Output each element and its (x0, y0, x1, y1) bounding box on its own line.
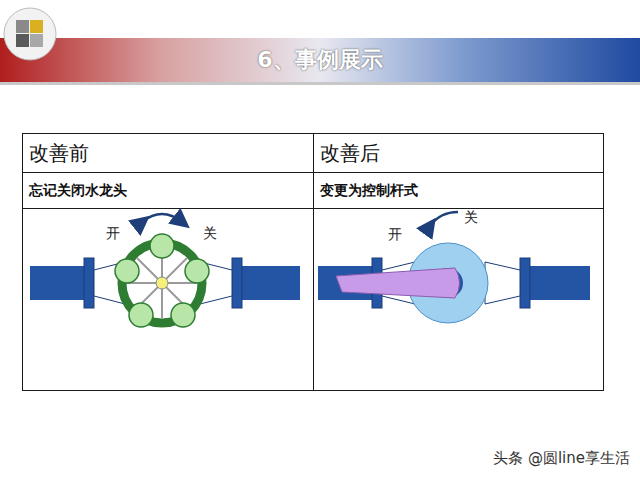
table-header: 改善后 (320, 141, 380, 165)
table-grid (23, 134, 604, 391)
state-label: 关 (464, 209, 478, 226)
table-cell: 忘记关闭水龙头 (29, 182, 127, 199)
slide-title: 6、事例展示 (257, 47, 382, 73)
logo (4, 8, 56, 60)
state-label: 开 (388, 226, 402, 243)
table-header: 改善前 (29, 141, 89, 165)
watermark: 头条 @圆line享生活 (493, 449, 630, 467)
header-rule (0, 82, 640, 85)
handwheel-valve (30, 214, 300, 327)
state-label: 关 (203, 225, 217, 242)
lever-valve (318, 212, 590, 323)
header-bar (0, 38, 640, 82)
state-label: 开 (106, 225, 120, 242)
table-cell: 变更为控制杆式 (320, 182, 418, 199)
